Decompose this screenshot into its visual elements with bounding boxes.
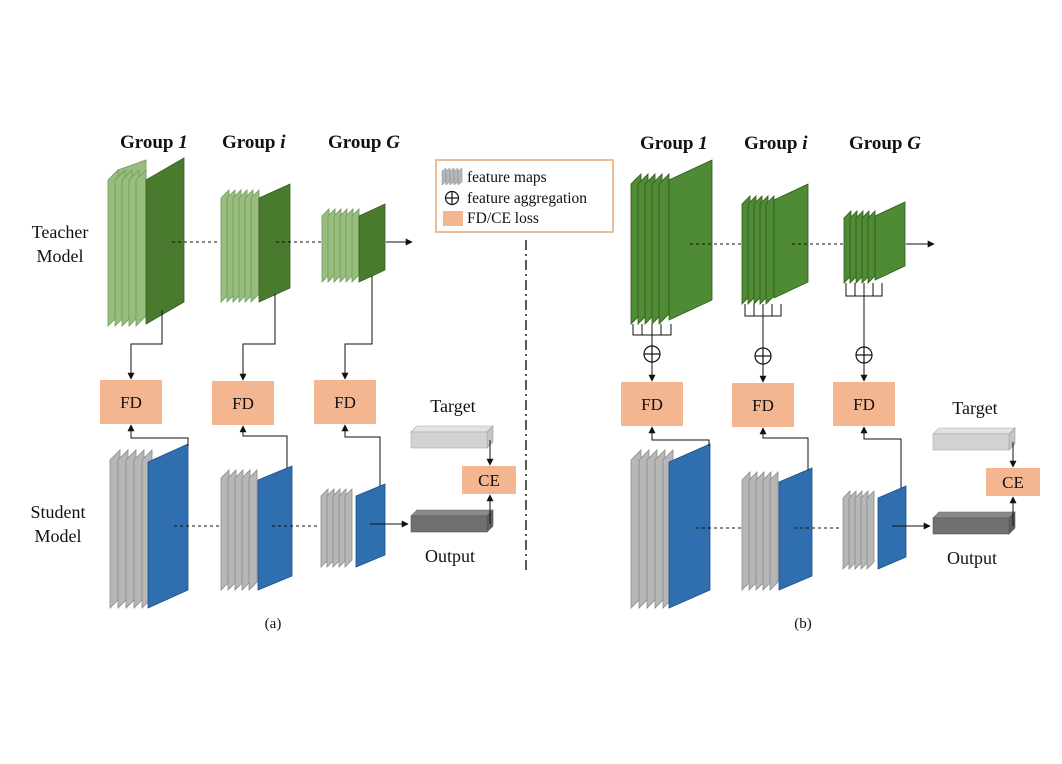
panel-a-teacher-stack-1 [107,157,185,327]
panel-b-teacher-stack-i [741,183,809,305]
panel-a-fd-box-g [314,380,376,424]
panel-b-target-bar [932,427,1016,451]
panel-b-fd-box-1 [621,382,683,426]
panel-a-fd-label-i: FD [232,394,254,413]
aggregation-plus-icon [444,190,460,206]
legend-loss: FD/CE loss [467,210,539,227]
panel-b-fd-box-i [732,383,794,427]
panel-b-aggregation-comb-i [744,304,782,348]
panel-b-fd-box-g [833,382,895,426]
panel-b-teacher-stack-g [843,201,906,284]
panel-a-group-i-header: Group i [222,132,286,153]
legend-frame [435,159,614,233]
plus-circle-icon-g [855,346,873,364]
panel-b-group-i-header: Group i [744,133,808,154]
panel-b-target-label: Target [952,398,997,418]
panel-a-output-label: Output [425,546,475,566]
panel-a-teacher-stack-g [321,203,386,283]
panel-b-student-stack-i [741,467,813,591]
legend-feature-aggregation: feature aggregation [467,190,587,207]
panel-b-caption: (b) [794,616,812,632]
panel-a-ce-label: CE [478,471,500,490]
legend-loss-swatch [443,211,463,226]
panel-a-group-g-header: Group G [328,132,400,153]
panel-b-aggregation-comb-g [845,283,883,347]
panel-a-teacher-stack-i [220,183,291,303]
panel-a-student-stack-1 [109,443,189,609]
student-model-label-line2: Model [35,526,82,546]
panel-b-ce-label: CE [1002,473,1024,492]
panel-b-aggregation-comb-1 [632,324,672,346]
feature-maps-icon [441,167,463,186]
panel-a-caption: (a) [265,616,282,632]
teacher-model-label-line2: Model [37,246,84,266]
panel-b-output-bar [932,511,1016,535]
panel-a-ce-box [462,466,516,494]
panel-a-output-bar [410,509,494,533]
student-model-label-line1: Student [30,502,85,522]
panel-b-student-stack-1 [630,443,711,609]
panel-b-output-label: Output [947,548,997,568]
panel-a: Group 1 Group i Group G Teacher Model St… [30,132,516,632]
panel-b-ce-box [986,468,1040,496]
panel-b-fd-label-i: FD [752,396,774,415]
plus-circle-icon-i [754,347,772,365]
panel-a-target-bar [410,425,494,449]
panel-a-student-stack-i [220,465,293,591]
legend: feature maps feature aggregation FD/CE l… [435,159,614,233]
panel-a-fd-label-g: FD [334,393,356,412]
panel-a-group-1-header: Group 1 [120,132,188,153]
panel-b-teacher-stack-1 [630,159,713,325]
panel-a-student-stack-g [320,483,386,568]
panel-a-fd-label-1: FD [120,393,142,412]
panel-b-group-g-header: Group G [849,133,921,154]
panel-b-fd-label-1: FD [641,395,663,414]
panel-b-group-1-header: Group 1 [640,133,708,154]
panel-a-target-label: Target [430,396,475,416]
panel-b: Group 1 Group i Group G [621,133,1040,632]
panel-a-fd-box-i [212,381,274,425]
panel-b-fd-label-g: FD [853,395,875,414]
panel-b-student-stack-g [842,485,907,570]
legend-feature-maps: feature maps [467,169,547,186]
plus-circle-icon-1 [643,345,661,363]
teacher-model-label-line1: Teacher [32,222,89,242]
panel-a-fd-box-1 [100,380,162,424]
